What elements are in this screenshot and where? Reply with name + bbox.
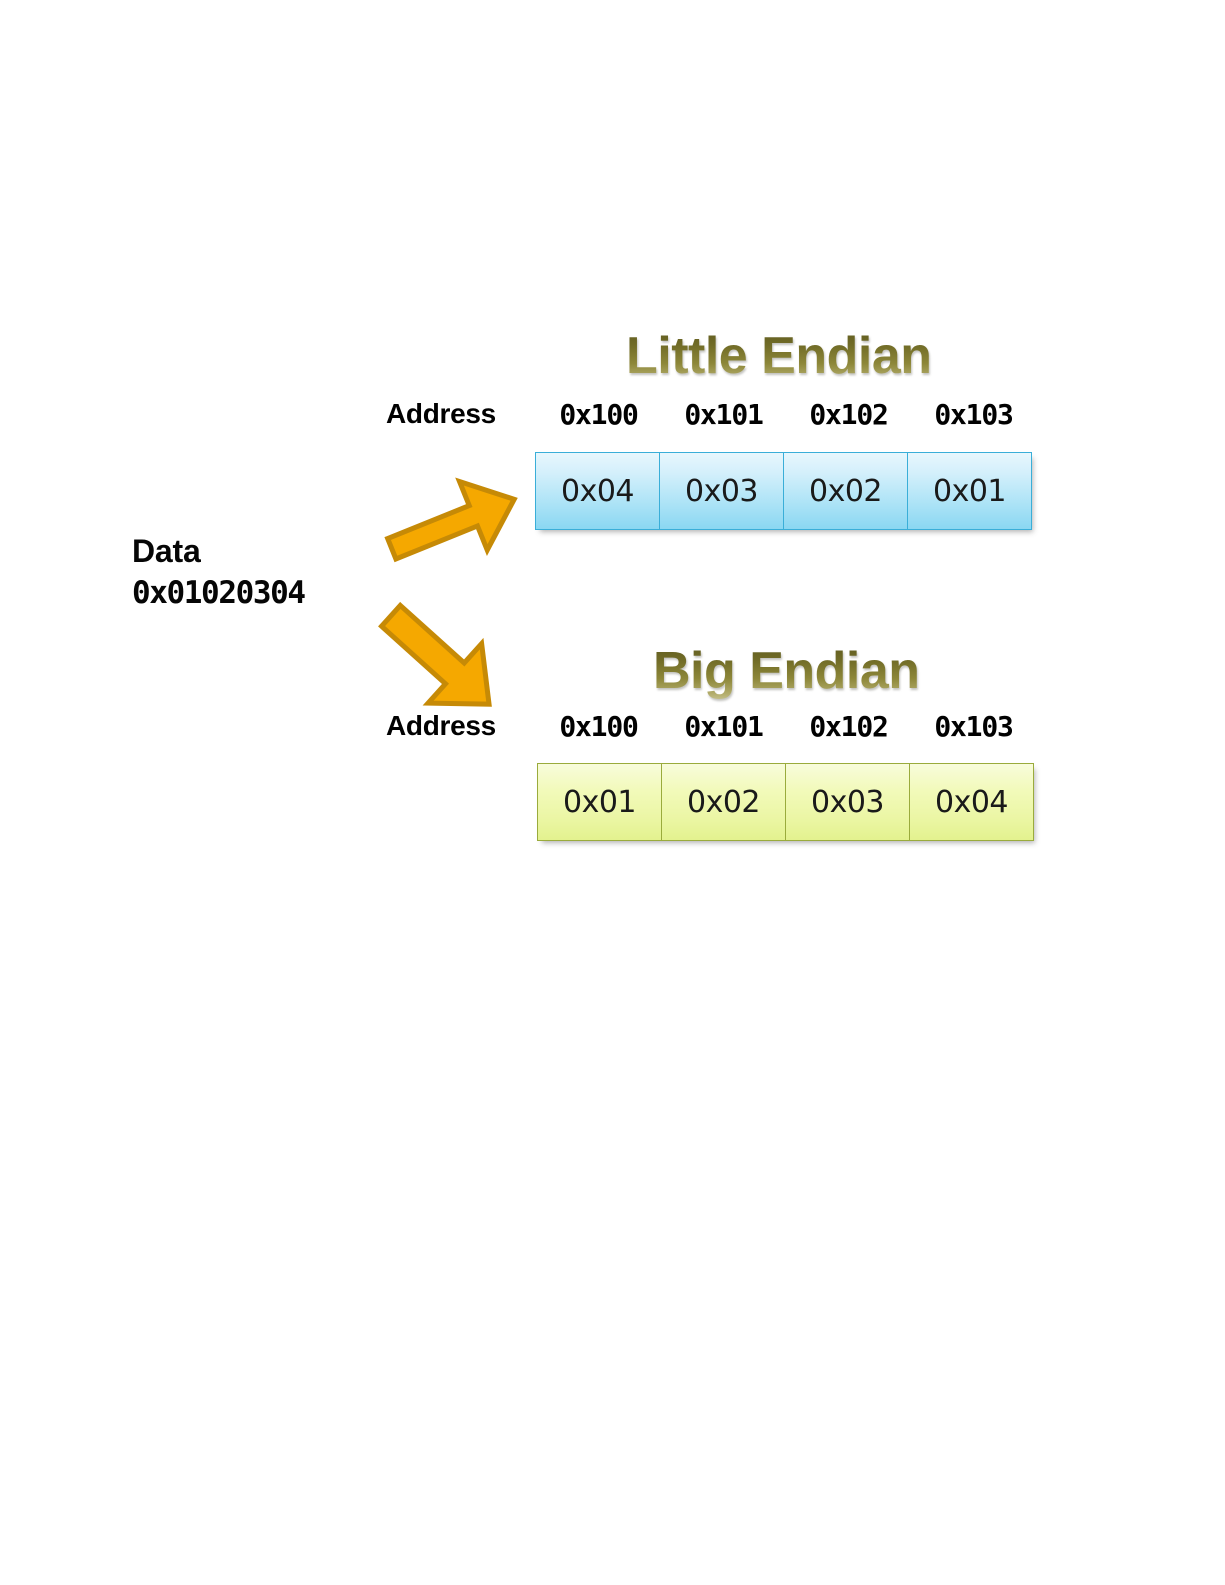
big-endian-address-label: Address [386, 710, 496, 741]
little-endian-byte-cell-0: 0x04 [535, 452, 660, 530]
arrow-to-big-endian-icon [378, 601, 492, 707]
big-endian-byte-table: 0x01 0x02 0x03 0x04 [537, 763, 1034, 841]
arrow-to-little-endian-icon [384, 477, 518, 563]
little-endian-byte-cell-2: 0x02 [783, 452, 908, 530]
big-endian-address-row: Address 0x100 0x101 0x102 0x103 [386, 706, 1036, 746]
big-endian-address-3: 0x103 [934, 709, 1013, 743]
little-endian-address-cells: 0x100 0x101 0x102 0x103 [536, 398, 1036, 431]
big-endian-address-cells: 0x100 0x101 0x102 0x103 [536, 710, 1036, 743]
data-source-title: Data [132, 533, 201, 569]
little-endian-address-2: 0x102 [809, 397, 888, 431]
little-endian-address-3: 0x103 [934, 397, 1013, 431]
big-endian-byte-cell-1: 0x02 [661, 763, 786, 841]
big-endian-byte-cell-0: 0x01 [537, 763, 662, 841]
little-endian-byte-cell-3: 0x01 [907, 452, 1032, 530]
little-endian-byte-table: 0x04 0x03 0x02 0x01 [535, 452, 1032, 530]
little-endian-address-label: Address [386, 398, 496, 429]
data-source-value: 0x01020304 [132, 575, 306, 611]
little-endian-address-row: Address 0x100 0x101 0x102 0x103 [386, 394, 1036, 434]
little-endian-address-1: 0x101 [684, 397, 763, 431]
little-endian-title: Little Endian [626, 327, 932, 385]
big-endian-byte-cell-3: 0x04 [909, 763, 1034, 841]
little-endian-address-0: 0x100 [559, 397, 638, 431]
big-endian-byte-cell-2: 0x03 [785, 763, 910, 841]
data-source-label: Data 0x01020304 [132, 530, 306, 614]
big-endian-address-2: 0x102 [809, 709, 888, 743]
little-endian-byte-cell-1: 0x03 [659, 452, 784, 530]
big-endian-address-0: 0x100 [559, 709, 638, 743]
big-endian-address-1: 0x101 [684, 709, 763, 743]
big-endian-title: Big Endian [653, 642, 920, 700]
